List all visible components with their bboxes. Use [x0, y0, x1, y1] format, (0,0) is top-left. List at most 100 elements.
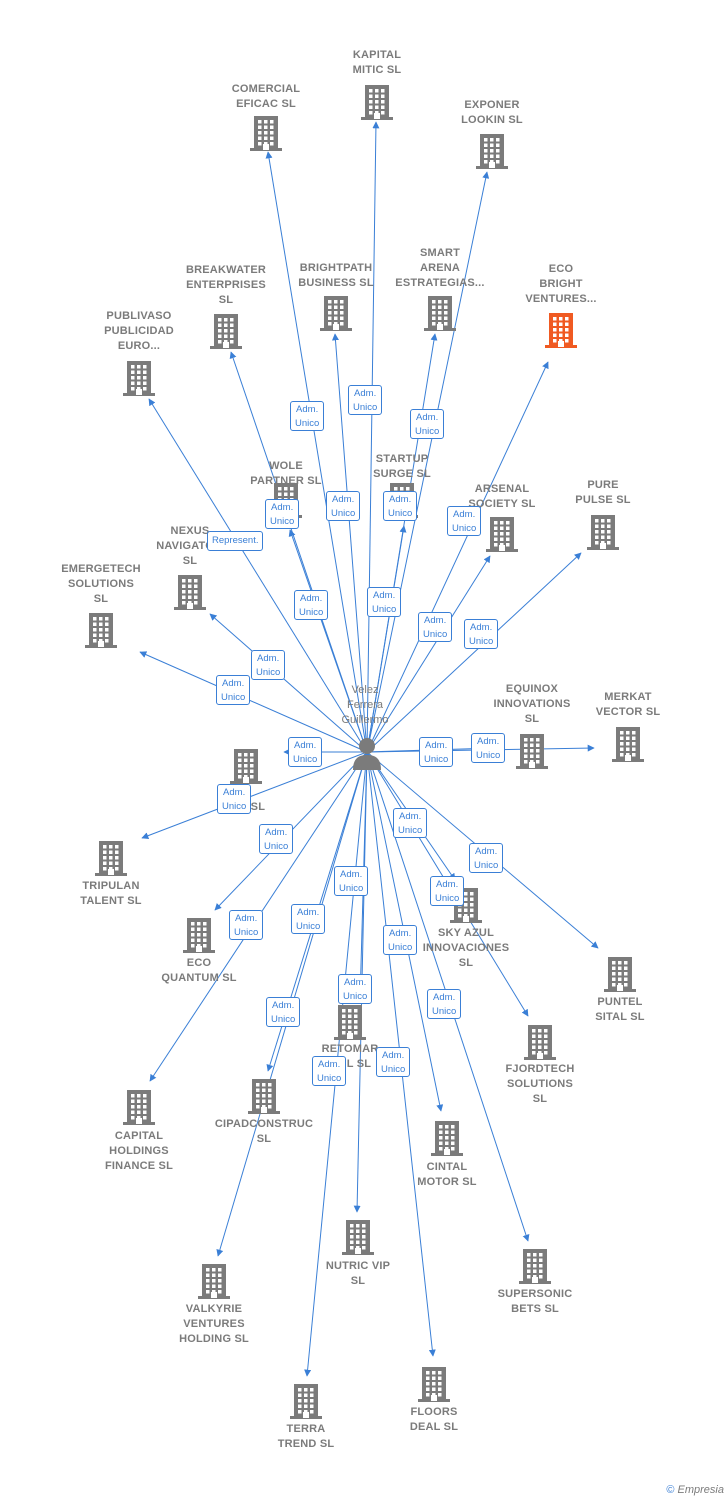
- company-arsenal[interactable]: ARSENAL SOCIETY SL: [442, 482, 562, 512]
- company-name[interactable]: WOLE PARTNER SL: [250, 460, 322, 487]
- company-name[interactable]: NUTRIC VIP SL: [325, 1260, 391, 1287]
- role-badge-adm-unico[interactable]: Adm. Unico: [291, 904, 326, 934]
- company-fjordtech[interactable]: FJORDTECH SOLUTIONS SL: [480, 1062, 600, 1107]
- building-icon[interactable]: [84, 612, 118, 648]
- company-name[interactable]: TRIPULAN TALENT SL: [80, 880, 142, 907]
- company-exponer[interactable]: EXPONER LOOKIN SL: [432, 98, 552, 128]
- building-icon[interactable]: [515, 733, 549, 769]
- role-badge-adm-unico[interactable]: Adm. Unico: [410, 409, 445, 439]
- company-name[interactable]: VALKYRIE VENTURES HOLDING SL: [179, 1303, 249, 1345]
- role-badge-adm-unico[interactable]: Adm. Unico: [334, 866, 369, 896]
- company-merkat[interactable]: MERKAT VECTOR SL: [568, 690, 688, 720]
- company-name[interactable]: EQUINOX INNOVATIONS SL: [493, 683, 571, 725]
- role-badge-adm-unico[interactable]: Adm. Unico: [312, 1056, 347, 1086]
- role-badge-adm-unico[interactable]: Adm. Unico: [259, 824, 294, 854]
- building-icon[interactable]: [423, 295, 457, 331]
- company-name[interactable]: CINTAL MOTOR SL: [417, 1161, 477, 1188]
- company-supersonic[interactable]: SUPERSONIC BETS SL: [475, 1287, 595, 1317]
- company-name[interactable]: ECO QUANTUM SL: [161, 957, 237, 984]
- role-badge-adm-unico[interactable]: Adm. Unico: [383, 925, 418, 955]
- building-icon[interactable]: [249, 115, 283, 151]
- company-brightpath[interactable]: BRIGHTPATH BUSINESS SL: [276, 261, 396, 291]
- building-icon[interactable]: [586, 514, 620, 550]
- company-name[interactable]: ECO BRIGHT VENTURES...: [525, 263, 597, 305]
- company-cipad[interactable]: CIPADCONSTRUC SL: [204, 1117, 324, 1147]
- role-badge-adm-unico[interactable]: Adm. Unico: [419, 737, 454, 767]
- building-icon[interactable]: [197, 1263, 231, 1299]
- role-badge-adm-unico[interactable]: Adm. Unico: [471, 733, 506, 763]
- company-puntel[interactable]: PUNTEL SITAL SL: [560, 995, 680, 1025]
- company-breakwater[interactable]: BREAKWATER ENTERPRISES SL: [166, 263, 286, 308]
- company-name[interactable]: SKY AZUL INNOVACIONES SL: [422, 927, 510, 969]
- building-icon[interactable]: [417, 1366, 451, 1402]
- company-cintal[interactable]: CINTAL MOTOR SL: [387, 1160, 507, 1190]
- role-badge-adm-unico[interactable]: Adm. Unico: [338, 974, 373, 1004]
- building-icon[interactable]: [333, 1004, 367, 1040]
- building-icon[interactable]: [182, 917, 216, 953]
- company-name[interactable]: BRIGHTPATH BUSINESS SL: [298, 262, 374, 289]
- role-badge-adm-unico[interactable]: Adm. Unico: [383, 491, 418, 521]
- company-name[interactable]: KAPITAL MITIC SL: [352, 49, 402, 76]
- role-badge-adm-unico[interactable]: Adm. Unico: [376, 1047, 411, 1077]
- company-smart[interactable]: SMART ARENA ESTRATEGIAS...: [380, 246, 500, 291]
- role-badge-adm-unico[interactable]: Adm. Unico: [217, 784, 252, 814]
- building-icon[interactable]: [122, 360, 156, 396]
- company-comercial[interactable]: COMERCIAL EFICAC SL: [206, 82, 326, 112]
- role-badge-adm-unico[interactable]: Adm. Unico: [447, 506, 482, 536]
- company-name[interactable]: BREAKWATER ENTERPRISES SL: [185, 264, 266, 306]
- role-badge-adm-unico[interactable]: Adm. Unico: [348, 385, 383, 415]
- company-equinox[interactable]: EQUINOX INNOVATIONS SL: [472, 682, 592, 727]
- company-eco-quantum[interactable]: ECO QUANTUM SL: [139, 956, 259, 986]
- company-name[interactable]: PUBLIVASO PUBLICIDAD EURO...: [104, 310, 174, 352]
- role-badge-adm-unico[interactable]: Adm. Unico: [290, 401, 325, 431]
- role-badge-adm-unico[interactable]: Adm. Unico: [294, 590, 329, 620]
- person-name[interactable]: Velez Ferrera Guillermo: [341, 684, 389, 726]
- role-badge-adm-unico[interactable]: Adm. Unico: [326, 491, 361, 521]
- company-tripulan[interactable]: TRIPULAN TALENT SL: [51, 879, 171, 909]
- company-nexus[interactable]: NEXUS NAVIGATO... SL: [130, 524, 250, 569]
- role-badge-adm-unico[interactable]: Adm. Unico: [418, 612, 453, 642]
- building-icon[interactable]: [341, 1219, 375, 1255]
- company-name[interactable]: STARTUP SURGE SL: [373, 453, 431, 480]
- building-icon[interactable]: [518, 1248, 552, 1284]
- company-name[interactable]: EXPONER LOOKIN SL: [461, 99, 523, 126]
- building-icon[interactable]: [209, 313, 243, 349]
- company-name[interactable]: CAPITAL HOLDINGS FINANCE SL: [105, 1130, 173, 1172]
- company-floors[interactable]: FLOORS DEAL SL: [374, 1405, 494, 1435]
- company-valkyrie[interactable]: VALKYRIE VENTURES HOLDING SL: [154, 1302, 274, 1347]
- building-icon[interactable]: [173, 574, 207, 610]
- building-icon[interactable]: [603, 956, 637, 992]
- company-capital[interactable]: CAPITAL HOLDINGS FINANCE SL: [79, 1129, 199, 1174]
- company-pure[interactable]: PURE PULSE SL: [543, 478, 663, 508]
- role-badge-adm-unico[interactable]: Adm. Unico: [216, 675, 251, 705]
- role-badge-adm-unico[interactable]: Adm. Unico: [464, 619, 499, 649]
- company-name[interactable]: ARSENAL SOCIETY SL: [468, 483, 536, 510]
- building-icon[interactable]: [523, 1024, 557, 1060]
- company-name[interactable]: CIPADCONSTRUC SL: [214, 1118, 314, 1145]
- role-badge-adm-unico[interactable]: Adm. Unico: [430, 876, 465, 906]
- building-icon[interactable]: [289, 1383, 323, 1419]
- building-icon[interactable]: [430, 1120, 464, 1156]
- role-badge-adm-unico[interactable]: Adm. Unico: [427, 989, 462, 1019]
- company-name[interactable]: FJORDTECH SOLUTIONS SL: [505, 1063, 575, 1105]
- building-icon[interactable]: [475, 133, 509, 169]
- building-icon[interactable]: [360, 84, 394, 120]
- building-icon[interactable]: [611, 726, 645, 762]
- company-wole[interactable]: WOLE PARTNER SL: [226, 459, 346, 489]
- role-badge-adm-unico[interactable]: Adm. Unico: [469, 843, 504, 873]
- building-icon[interactable]: [544, 312, 578, 348]
- role-badge-adm-unico[interactable]: Adm. Unico: [229, 910, 264, 940]
- company-sky[interactable]: SKY AZUL INNOVACIONES SL: [406, 926, 526, 971]
- building-icon[interactable]: [485, 516, 519, 552]
- person-icon[interactable]: [351, 736, 383, 772]
- company-name[interactable]: TERRA TREND SL: [277, 1423, 335, 1450]
- company-publivaso[interactable]: PUBLIVASO PUBLICIDAD EURO...: [79, 309, 199, 354]
- role-badge-represent[interactable]: Represent.: [207, 531, 264, 551]
- building-icon[interactable]: [247, 1078, 281, 1114]
- company-name[interactable]: COMERCIAL EFICAC SL: [231, 83, 301, 110]
- role-badge-adm-unico[interactable]: Adm. Unico: [393, 808, 428, 838]
- role-badge-adm-unico[interactable]: Adm. Unico: [266, 997, 301, 1027]
- role-badge-adm-unico[interactable]: Adm. Unico: [367, 587, 402, 617]
- company-kapital[interactable]: KAPITAL MITIC SL: [317, 48, 437, 78]
- company-emergetech[interactable]: EMERGETECH SOLUTIONS SL: [41, 562, 161, 607]
